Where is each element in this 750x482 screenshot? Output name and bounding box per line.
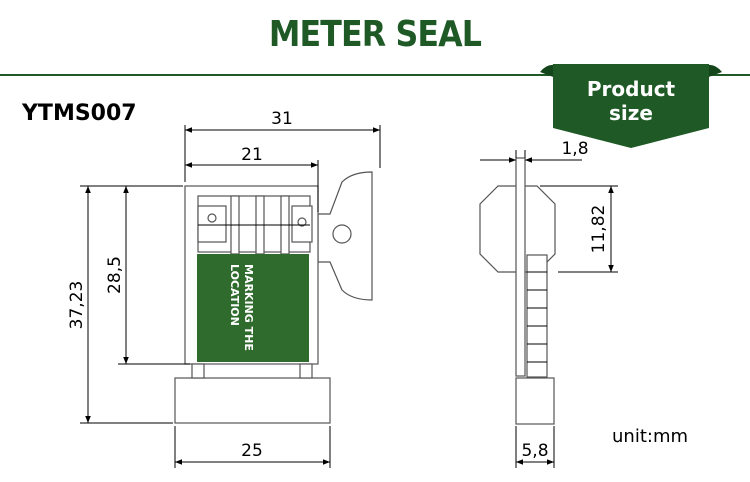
page-title: METER SEAL bbox=[268, 14, 482, 55]
label-line-2: LOCATION bbox=[228, 264, 241, 326]
label-line-1: MARKING THE bbox=[242, 264, 255, 351]
dim-body-height: 28,5 bbox=[105, 256, 125, 294]
badge-line-2: size bbox=[609, 101, 653, 125]
dim-base-width: 25 bbox=[241, 441, 263, 461]
badge-line-1: Product bbox=[587, 77, 676, 101]
marking-label bbox=[197, 254, 309, 362]
title-divider bbox=[0, 74, 750, 76]
unit-note: unit:mm bbox=[612, 426, 689, 447]
dim-total-height: 37,23 bbox=[67, 281, 87, 330]
front-view: MARKING THE LOCATION bbox=[174, 171, 373, 424]
dim-pin-width: 1,8 bbox=[561, 139, 588, 159]
side-view bbox=[479, 157, 556, 425]
dim-overall-width: 31 bbox=[271, 109, 293, 129]
dim-head-height: 11,82 bbox=[589, 205, 609, 254]
model-number: YTMS007 bbox=[22, 101, 137, 126]
front-dimensions: 31 21 37,23 28,5 25 bbox=[67, 109, 381, 468]
dim-side-base-width: 5,8 bbox=[521, 441, 548, 461]
side-dimensions: 1,8 11,82 5,8 bbox=[480, 139, 618, 468]
dim-inner-width: 21 bbox=[241, 145, 263, 165]
product-size-badge: Product size bbox=[540, 64, 722, 148]
